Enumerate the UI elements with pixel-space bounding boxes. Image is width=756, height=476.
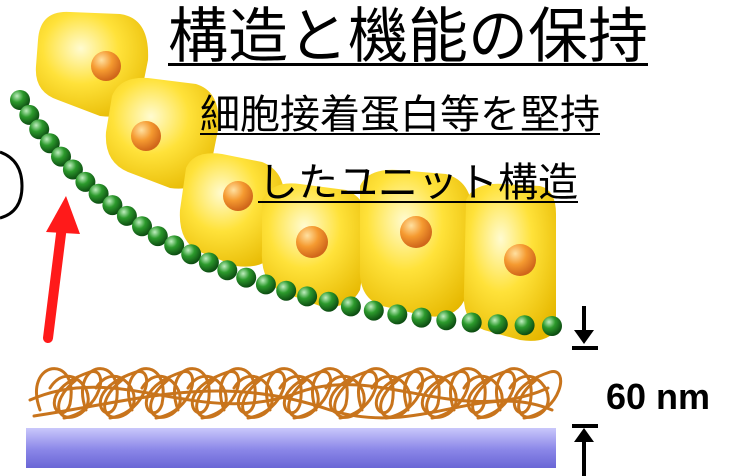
fiber-strand [48, 374, 90, 419]
fiber-strand [449, 367, 517, 420]
membrane-bead [514, 315, 535, 336]
fiber-strand [265, 367, 333, 420]
subtitle-line-2: したユニット構造 [258, 160, 578, 206]
membrane-bead [411, 307, 432, 328]
membrane-bead [461, 312, 482, 333]
membrane-bead [297, 286, 318, 307]
substrate-slab [26, 428, 556, 468]
fiber-strand [140, 374, 182, 419]
epithelial-cell-sheet [35, 11, 556, 341]
thickness-label: 60 nm [606, 376, 711, 417]
cell-2 [105, 77, 219, 189]
membrane-bead [363, 300, 384, 321]
cell-3 [179, 153, 285, 267]
page-title: 構造と機能の保持 [168, 2, 648, 72]
membrane-bead [236, 267, 257, 288]
nucleus [296, 226, 328, 258]
nucleus [504, 244, 536, 276]
membrane-bead [255, 274, 276, 295]
collagen-fiber-layer [28, 367, 563, 420]
fiber-strand [416, 374, 458, 419]
membrane-bead [62, 159, 83, 180]
membrane-bead [318, 291, 339, 312]
membrane-bead [88, 183, 109, 204]
membrane-bead [542, 316, 562, 336]
membrane-bead [198, 252, 219, 273]
fiber-strand [28, 383, 550, 406]
membrane-bead [132, 216, 152, 237]
membrane-bead [181, 244, 202, 265]
fiber-strand [370, 374, 412, 419]
membrane-bead [387, 304, 408, 325]
membrane-bead [340, 296, 361, 317]
fiber-strand [173, 367, 241, 420]
membrane-bead [19, 104, 40, 125]
membrane-bead [217, 260, 238, 281]
lift-arrow [43, 196, 80, 343]
fiber-strand [219, 367, 287, 420]
membrane-bead [102, 195, 123, 216]
membrane-bead [10, 90, 30, 110]
membrane-bead [164, 235, 185, 256]
fiber-strand [495, 367, 563, 420]
membrane-bead [147, 226, 168, 247]
fiber-strand [81, 367, 149, 420]
fiber-strand [357, 367, 425, 420]
subtitle-line-1: 細胞接着蛋白等を堅持 [200, 92, 600, 138]
membrane-bead [276, 280, 297, 301]
fiber-strand [232, 374, 274, 419]
membrane-bead [29, 119, 50, 140]
fiber-strand [403, 367, 471, 420]
fiber-strand [278, 374, 320, 419]
membrane-bead [116, 205, 137, 226]
membrane-bead [51, 146, 71, 167]
membrane-bead [436, 310, 457, 331]
nucleus [91, 51, 121, 81]
nucleus [223, 181, 253, 211]
nucleus [131, 121, 161, 151]
fiber-strand [32, 389, 554, 420]
thickness-arrow-bottom [572, 424, 598, 476]
membrane-bead [487, 314, 508, 335]
fiber-strand [94, 374, 136, 419]
basement-membrane-beads [10, 90, 562, 336]
thickness-arrow-top [572, 306, 598, 350]
membrane-bead [39, 133, 60, 154]
fiber-strand [324, 374, 366, 419]
fiber-strand [127, 367, 195, 420]
membrane-bead [75, 171, 96, 192]
nucleus [400, 216, 432, 248]
edge-circle-fragment [0, 150, 24, 220]
